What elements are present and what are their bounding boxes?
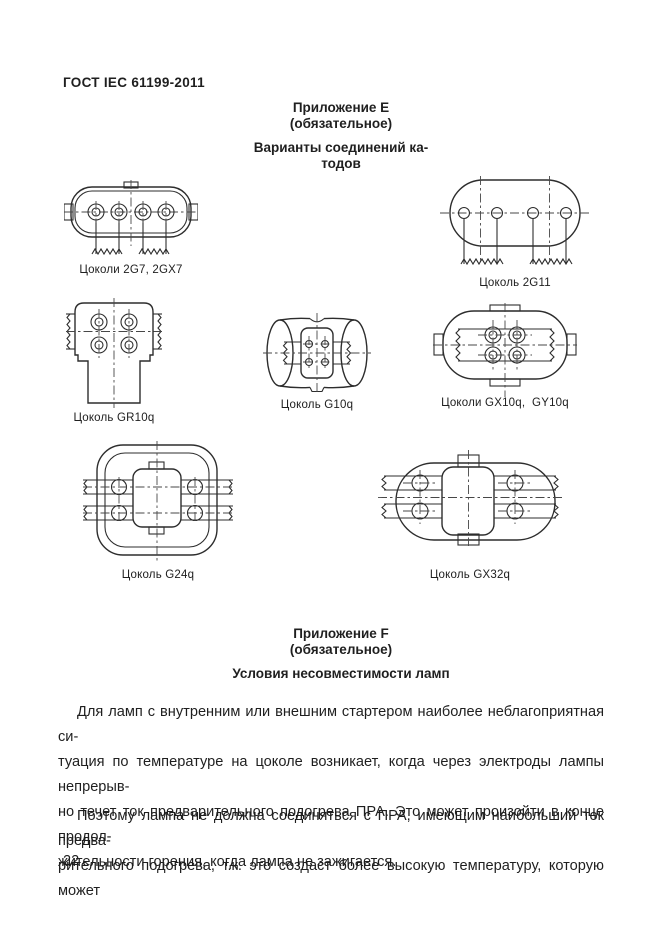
figure-caption: Цоколь GX32q <box>429 569 511 581</box>
cap-2g11-diagram <box>440 176 590 266</box>
appendix-e-subject-line1: Варианты соединений ка- <box>253 140 429 155</box>
appendix-e-subject-line2: тодов <box>321 155 361 171</box>
cap-gx10q-gy10q-diagram <box>433 303 577 397</box>
appendix-e-title: Приложение Е <box>292 100 390 115</box>
figure-caption: Цоколь GR10q <box>73 412 155 424</box>
figure-caption: Цоколи 2G7, 2GX7 <box>79 264 183 276</box>
paragraph-1: Для ламп с внутренним или внешним старте… <box>58 700 604 875</box>
cap-g10q-diagram <box>263 313 371 393</box>
appendix-f-subject: Условия несовместимости ламп <box>63 666 619 682</box>
cap-gx32q-diagram <box>378 450 562 546</box>
document-header: ГОСТ IEC 61199-2011 <box>63 75 205 90</box>
paragraph-line: рительного подогрева, т.к. это создаст б… <box>58 858 604 899</box>
appendix-e-type: (обязательное) <box>289 115 393 131</box>
cap-g24q-diagram <box>83 441 233 561</box>
figure-caption: Цоколь 2G11 <box>479 277 551 289</box>
appendix-f-subject-text: Условия несовместимости ламп <box>232 666 450 681</box>
paragraph-line: Поэтому лампа не должна соединяться с ПР… <box>58 808 604 849</box>
figure-cap-gr10q: Цоколь GR10q <box>66 298 162 424</box>
figure-cap-gx32q: Цоколь GX32q <box>378 450 562 581</box>
figure-cap-g10q: Цоколь G10q <box>263 313 371 411</box>
paragraph-line: но течет ток предварительного подогрева … <box>58 804 604 845</box>
figure-caption: Цоколь G10q <box>280 399 354 411</box>
figure-cap-g24q: Цоколь G24q <box>83 441 233 581</box>
appendix-f-heading: Приложение F (обязательное) <box>63 626 619 657</box>
appendix-e-subject: Варианты соединений ка- тодов <box>63 140 619 171</box>
appendix-f-type: (обязательное) <box>289 641 393 657</box>
paragraph-2: Поэтому лампа не должна соединяться с ПР… <box>58 804 604 904</box>
figure-cap-2g11: Цоколь 2G11 <box>440 176 590 289</box>
paragraph-line: туация по температуре на цоколе возникае… <box>58 754 604 795</box>
cap-2g7-2gx7-diagram <box>64 180 198 256</box>
cap-gr10q-diagram <box>66 298 162 408</box>
figure-caption: Цоколи GX10q, GY10q <box>441 397 569 409</box>
figure-caption: Цоколь G24q <box>121 569 195 581</box>
figure-cap-2g7-2gx7: Цоколи 2G7, 2GX7 <box>64 180 198 276</box>
appendix-e-heading: Приложение Е (обязательное) <box>63 100 619 131</box>
paragraph-line: жительности горения, когда лампа не зажи… <box>58 854 397 870</box>
page-number: 22 <box>63 853 80 869</box>
figure-cap-gx10q-gy10q: Цоколи GX10q, GY10q <box>433 303 577 409</box>
appendix-f-title: Приложение F <box>293 626 389 641</box>
paragraph-line: Для ламп с внутренним или внешним старте… <box>58 704 604 745</box>
